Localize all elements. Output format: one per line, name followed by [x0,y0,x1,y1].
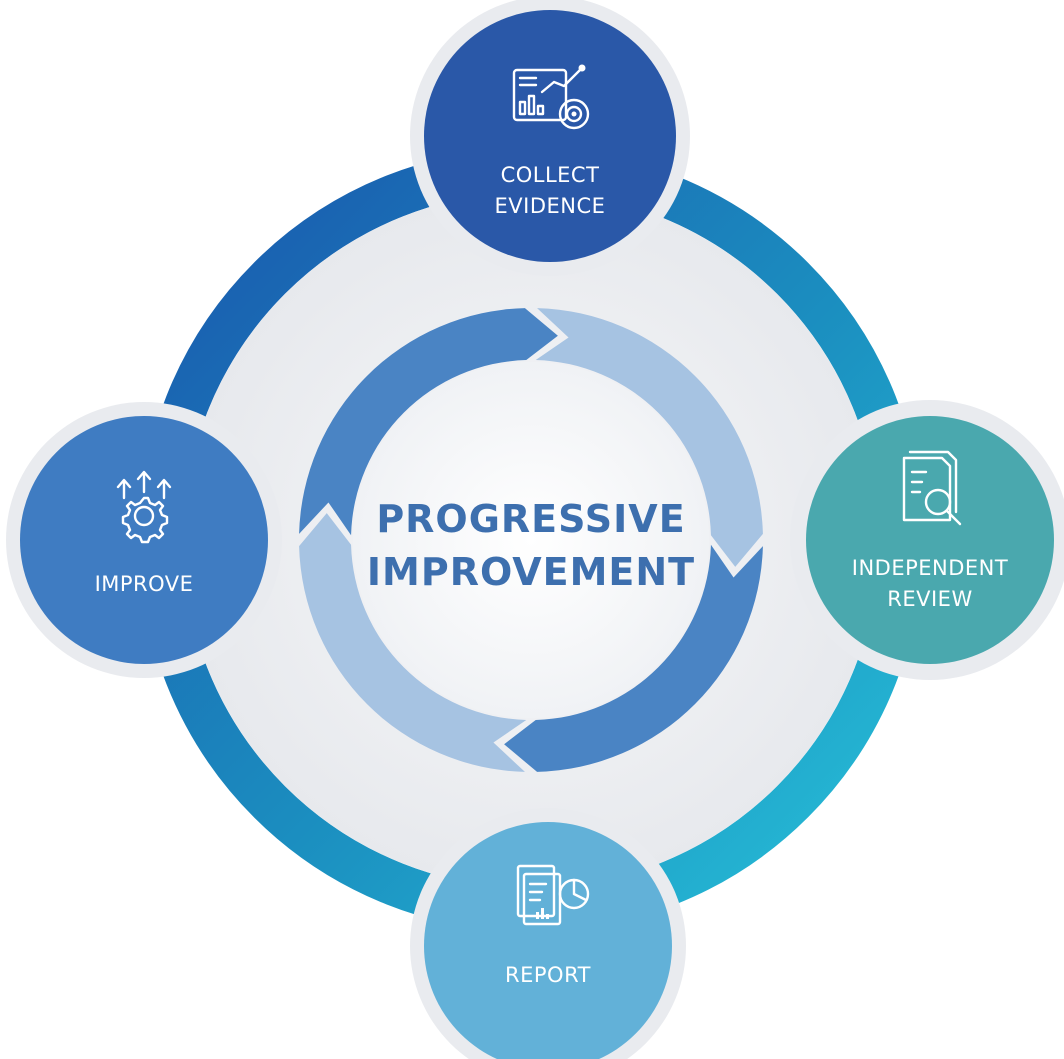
node-report-circle [424,822,672,1059]
arc-segment-bottom-right [504,544,763,772]
center-title-line1: PROGRESSIVE [376,497,685,541]
node-independent-review-label1: INDEPENDENT [852,556,1008,580]
gear-arrows-icon [116,470,172,544]
node-collect-evidence-circle [424,10,676,262]
node-improve-label: IMPROVE [95,572,194,596]
arc-segment-bottom-left [299,513,527,772]
report-chart-icon [516,864,590,926]
node-collect-evidence[interactable]: COLLECT EVIDENCE [410,0,690,276]
center-title-line2: IMPROVEMENT [367,550,695,594]
analytics-dashboard-icon [512,64,590,130]
node-report[interactable]: REPORT [410,808,686,1059]
node-improve-circle [20,416,268,664]
node-collect-evidence-label1: COLLECT [501,163,600,187]
inner-cycle-arrows [299,308,763,772]
center-disc [353,362,709,718]
node-improve[interactable]: IMPROVE [6,402,282,678]
node-report-label: REPORT [505,963,591,987]
node-independent-review-circle [806,416,1054,664]
node-independent-review[interactable]: INDEPENDENT REVIEW [790,400,1064,680]
arc-segment-top-left [299,308,558,536]
node-collect-evidence-label2: EVIDENCE [495,194,606,218]
node-independent-review-label2: REVIEW [887,587,972,611]
document-magnifier-icon [902,450,962,526]
arc-segment-top-right [535,308,763,567]
